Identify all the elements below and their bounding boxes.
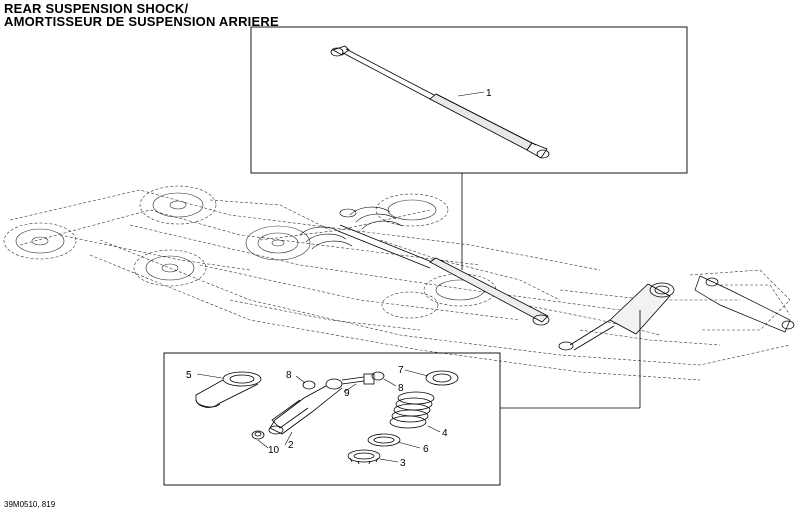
coil-spring-part-4 (389, 391, 435, 429)
leader-3 (379, 458, 399, 463)
wheel-front-left (3, 222, 77, 260)
drawing-code: 39M0510, 819 (4, 500, 56, 509)
leader-8a (295, 375, 306, 384)
bolt-part-9 (341, 373, 375, 385)
callout-6: 6 (423, 444, 429, 455)
leader-10 (257, 439, 269, 449)
cover-sleeve-part-5 (195, 371, 262, 408)
callout-3: 3 (400, 458, 406, 469)
leader-6 (397, 441, 421, 449)
front-control-arm (694, 275, 795, 333)
leader-8b (383, 378, 397, 387)
wheel-front-right (139, 185, 217, 225)
callout-8-left: 8 (286, 370, 292, 381)
wheel-bottom-center (381, 291, 439, 319)
wheel-rear-top (375, 193, 449, 227)
title-line-1: REAR SUSPENSION SHOCK/ (4, 1, 189, 16)
wheel-mid-left (133, 249, 207, 287)
callout-9: 9 (344, 388, 350, 399)
inset-shock-assembly (250, 26, 688, 270)
callout-7: 7 (398, 365, 404, 376)
leader-9 (343, 383, 357, 393)
shock-body-part-2 (268, 378, 343, 435)
spring-seat-part-6 (367, 433, 401, 447)
rear-shock-installed (337, 224, 550, 326)
callout-5: 5 (186, 370, 192, 381)
callout-4: 4 (442, 428, 448, 439)
shock-absorber-part-1 (330, 45, 550, 159)
callout-2: 2 (288, 440, 294, 451)
callout-8-right: 8 (398, 383, 404, 394)
suspension-frame-phantom (9, 189, 791, 381)
callout-1: 1 (486, 88, 492, 99)
diagram-title: REAR SUSPENSION SHOCK/ AMORTISSEUR DE SU… (4, 2, 279, 28)
idler-wheels (3, 185, 497, 319)
bushing-part-8-left (302, 380, 316, 390)
leader-4 (427, 425, 441, 433)
leader-2 (284, 431, 293, 446)
center-spring-shock (299, 206, 403, 250)
front-arm-shock-installed (558, 282, 675, 351)
inset-exploded-parts (163, 352, 501, 486)
title-line-2: AMORTISSEUR DE SUSPENSION ARRIERE (4, 14, 279, 29)
bushing-part-10 (251, 430, 265, 440)
leader-7 (404, 369, 429, 377)
bushing-part-8-right (371, 371, 385, 381)
wheel-mid-center (245, 225, 311, 261)
spring-retainer-part-7 (425, 370, 459, 386)
callout-10: 10 (268, 445, 280, 456)
leader-5 (196, 373, 223, 379)
adjuster-nut-part-3 (347, 449, 381, 465)
leader-1 (457, 91, 485, 97)
